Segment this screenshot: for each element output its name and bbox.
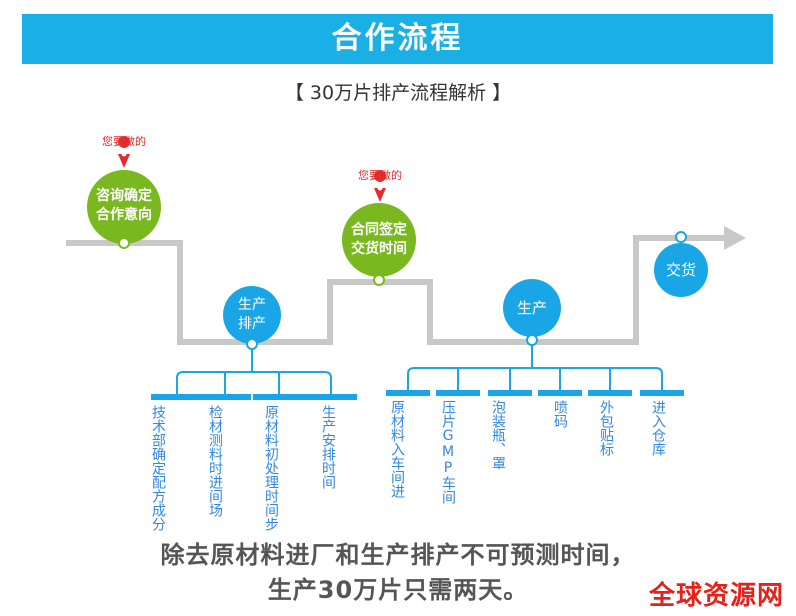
production-step: 喷码 bbox=[552, 400, 568, 428]
contract-node bbox=[342, 203, 416, 277]
production-step: 泡装瓶、罩 bbox=[490, 400, 506, 470]
page-title: 合作流程 bbox=[331, 21, 464, 56]
pin-icon bbox=[374, 170, 387, 202]
footer-note-line2: 生产30万片只需两天。 bbox=[267, 576, 529, 604]
delivery-node bbox=[654, 243, 708, 297]
footer-note-line1: 除去原材料进厂和生产排产不可预测时间， bbox=[160, 541, 636, 569]
production-step: 原材料入车间进 bbox=[389, 400, 405, 498]
contract-label: 合同签定交货时间 bbox=[351, 222, 407, 257]
consult-node bbox=[87, 170, 161, 244]
schedule-node bbox=[223, 286, 281, 344]
production-step: 进入仓库 bbox=[650, 400, 666, 456]
page-subtitle: 【 30万片排产流程解析 】 bbox=[284, 82, 512, 104]
consult-label: 咨询确定合作意向 bbox=[96, 188, 152, 223]
production-step: 外包贴标 bbox=[598, 400, 614, 456]
pin-label: 您要做的 bbox=[102, 135, 146, 148]
schedule-label: 生产排产 bbox=[238, 297, 266, 332]
watermark: 全球资源网 bbox=[648, 581, 784, 611]
delivery-label: 交货 bbox=[665, 261, 696, 279]
production-label: 生产 bbox=[516, 299, 547, 317]
production-step: 压片GMP车间 bbox=[440, 400, 456, 504]
pin-icon bbox=[118, 136, 131, 168]
pin-label: 您要做的 bbox=[358, 169, 402, 182]
schedule-step: 原材料初处理时间步 bbox=[263, 405, 279, 531]
schedule-step: 检材测料时进间场 bbox=[207, 405, 223, 517]
flow-arrowhead bbox=[724, 226, 746, 250]
production-branch bbox=[407, 345, 663, 390]
production-node bbox=[503, 279, 561, 337]
schedule-step: 技术部确定配方成分 bbox=[150, 405, 166, 531]
schedule-branch bbox=[176, 349, 332, 394]
schedule-step: 生产安排时间 bbox=[320, 405, 336, 489]
title-banner: 合作流程 bbox=[22, 14, 773, 64]
